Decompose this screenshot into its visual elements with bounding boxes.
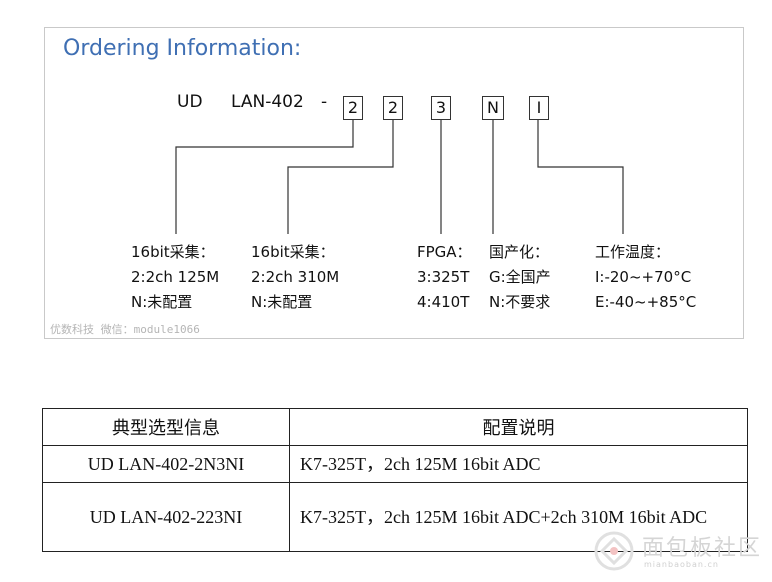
model-cell: UD LAN-402-223NI (42, 482, 290, 552)
code-box-fpga: 3 (431, 96, 451, 120)
option-line: N:未配置 (131, 293, 193, 311)
ordering-title: Ordering Information: (63, 36, 302, 61)
option-line: N:未配置 (251, 293, 313, 311)
option-line: N:不要求 (489, 293, 551, 311)
site-watermark-text: 面包板社区 (642, 536, 763, 561)
option-line: G:全国产 (489, 268, 551, 286)
table-row: UD LAN-402-2N3NI K7-325T，2ch 125M 16bit … (42, 445, 748, 483)
code-box-acq2: 2 (383, 96, 403, 120)
option-group-acq1: 16bit采集： 2:2ch 125M N:未配置 (131, 240, 219, 315)
option-line: 4:410T (417, 293, 470, 311)
site-logo-icon (594, 531, 634, 571)
table-row: UD LAN-402-223NI K7-325T，2ch 125M 16bit … (42, 482, 748, 552)
option-group-temperature: 工作温度： I:-20~+70°C E:-40~+85°C (595, 240, 696, 315)
header-typical-selection: 典型选型信息 (42, 408, 290, 446)
option-heading: 16bit采集： (251, 243, 335, 261)
connector-acq1 (175, 120, 354, 234)
option-line: 2:2ch 310M (251, 268, 340, 286)
description-cell: K7-325T，2ch 125M 16bit ADC+2ch 310M 16bi… (289, 482, 748, 552)
option-group-acq2: 16bit采集： 2:2ch 310M N:未配置 (251, 240, 339, 315)
table-header-row: 典型选型信息 配置说明 (42, 408, 748, 446)
option-line: 2:2ch 125M (131, 268, 220, 286)
option-heading: 16bit采集： (131, 243, 215, 261)
connector-lines (175, 120, 624, 234)
connector-acq2 (287, 120, 394, 234)
option-group-fpga: FPGA： 3:325T 4:410T (417, 240, 472, 315)
option-line: I:-20~+70°C (595, 268, 692, 286)
wechat-watermark: 优数科技 微信：module1066 (50, 323, 200, 336)
selection-table: 典型选型信息 配置说明 UD LAN-402-2N3NI K7-325T，2ch… (42, 408, 748, 552)
option-heading: 工作温度： (595, 243, 671, 261)
option-line: 3:325T (417, 268, 470, 286)
option-group-domestic: 国产化： G:全国产 N:不要求 (489, 240, 551, 315)
code-box-acq1: 2 (343, 96, 363, 120)
code-box-temp: I (529, 96, 549, 120)
part-prefix: UD (177, 92, 203, 112)
connector-temp (537, 120, 624, 234)
part-dash: - (321, 92, 328, 112)
model-cell: UD LAN-402-2N3NI (42, 445, 290, 483)
header-configuration: 配置说明 (289, 408, 748, 446)
description-cell: K7-325T，2ch 125M 16bit ADC (289, 445, 748, 483)
ordering-info-panel: Ordering Information: UD LAN-402 - 2 2 3… (44, 27, 744, 339)
option-heading: FPGA： (417, 243, 472, 261)
part-model: LAN-402 (231, 92, 304, 112)
option-line: E:-40~+85°C (595, 293, 697, 311)
option-heading: 国产化： (489, 243, 550, 261)
code-box-domestic: N (482, 96, 504, 120)
site-watermark-url: mianbaoban.cn (644, 560, 719, 569)
